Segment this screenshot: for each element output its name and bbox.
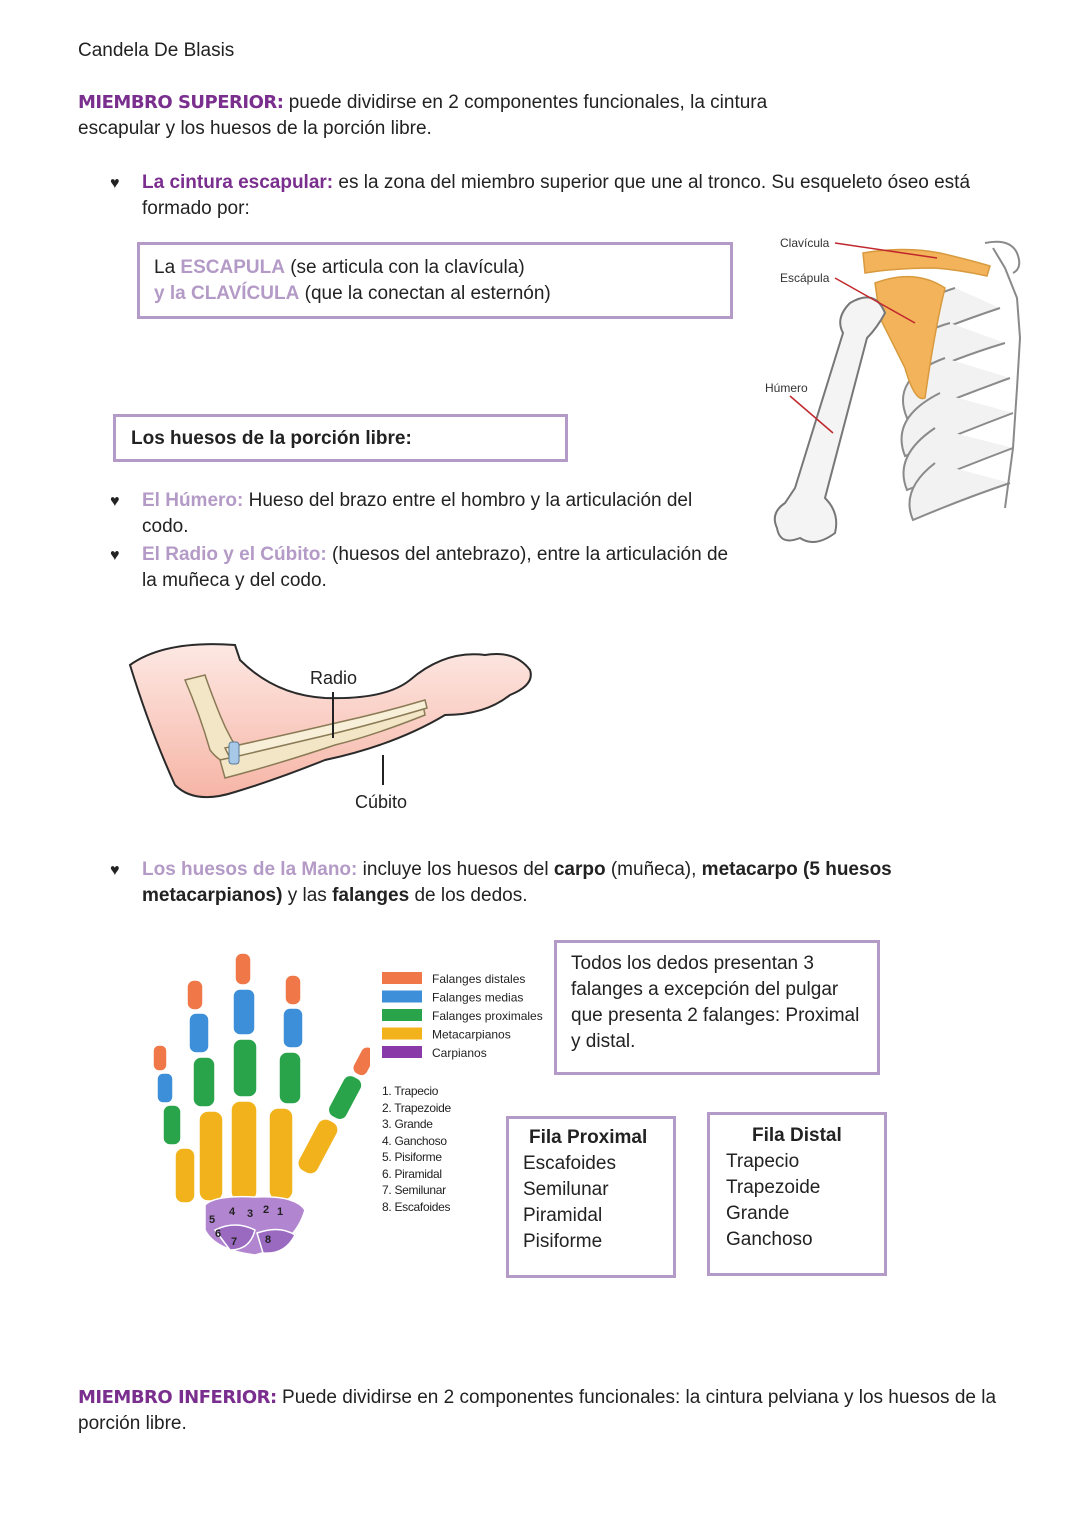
fila-proximal-box: Fila Proximal Escafoides Semilunar Piram…: [506, 1116, 676, 1278]
escapula-clavicula-box: La ESCAPULA (se articula con la clavícul…: [137, 242, 733, 319]
carpal-number-6: 6: [215, 1228, 221, 1240]
fila-proximal-item: Piramidal: [523, 1205, 603, 1226]
carpal-list: 1. Trapecio 2. Trapezoide 3. Grande 4. G…: [382, 1083, 451, 1215]
legend-label: Falanges medias: [432, 991, 523, 1005]
hand-bones-illustration: 1 2 3 4 5 6 7 8: [152, 952, 370, 1256]
carpal-list-item: 2. Trapezoide: [382, 1100, 451, 1115]
box1-line2: y la CLAVÍCULA (que la conectan al ester…: [154, 283, 551, 304]
cintura-term: La cintura escapular:: [142, 172, 334, 193]
mano-paragraph: Los huesos de la Mano: incluye los hueso…: [142, 859, 892, 906]
carpal-list-item: 8. Escafoides: [382, 1199, 451, 1214]
cintura-paragraph: La cintura escapular: es la zona del mie…: [142, 170, 1027, 222]
inferior-intro: Puede dividirse en 2 componentes funcion…: [78, 1387, 997, 1434]
superior-heading: MIEMBRO SUPERIOR:: [78, 92, 284, 113]
author-name: Candela De Blasis: [78, 40, 235, 61]
superior-paragraph: MIEMBRO SUPERIOR: puede dividirse en 2 c…: [78, 90, 838, 142]
legend-swatch: [382, 1027, 422, 1040]
bullet-icon: ♥: [110, 493, 120, 510]
label-escapula: Escápula: [780, 271, 830, 285]
label-clavicula: Clavícula: [780, 236, 830, 250]
carpal-list-item: 5. Pisiforme: [382, 1150, 442, 1164]
carpal-number-7: 7: [231, 1236, 237, 1248]
carpal-list-item: 1. Trapecio: [382, 1084, 439, 1098]
legend-label: Falanges distales: [432, 972, 525, 986]
superior-intro: puede dividirse en 2 componentes funcion…: [78, 92, 768, 139]
radio-cubito-paragraph: El Radio y el Cúbito: (huesos del antebr…: [142, 544, 729, 591]
legend-swatch: [382, 1046, 422, 1058]
shoulder-skeleton-illustration: Clavícula Escápula Húmero: [765, 236, 1022, 543]
dedos-note-box: Todos los dedos presentan 3 falanges a e…: [554, 940, 880, 1075]
legend-label: Carpianos: [432, 1046, 487, 1060]
carpal-list-item: 6. Piramidal: [382, 1166, 442, 1181]
label-radio: Radio: [310, 668, 357, 688]
fila-distal-item: Trapecio: [726, 1151, 800, 1172]
fila-distal-title: Fila Distal: [752, 1125, 842, 1146]
carpal-number-2: 2: [263, 1204, 269, 1216]
bullet-icon: ♥: [110, 175, 120, 192]
fila-distal-box: Fila Distal Trapecio Trapezoide Grande G…: [707, 1112, 887, 1276]
fila-proximal-title: Fila Proximal: [529, 1127, 648, 1148]
carpal-number-5: 5: [209, 1214, 215, 1226]
forearm-illustration: Radio Cúbito: [128, 643, 532, 812]
label-cubito: Cúbito: [355, 792, 407, 812]
fila-distal-item: Trapezoide: [726, 1177, 821, 1198]
fila-proximal-item: Semilunar: [523, 1179, 609, 1200]
label-humero: Húmero: [765, 381, 808, 395]
fila-proximal-item: Escafoides: [523, 1153, 616, 1174]
bullet-icon: ♥: [110, 862, 120, 879]
fila-proximal-item: Pisiforme: [523, 1231, 603, 1252]
porcion-libre-box: Los huesos de la porción libre:: [113, 414, 568, 462]
legend-swatch: [382, 972, 422, 984]
carpal-number-1: 1: [277, 1206, 283, 1218]
humero-paragraph: El Húmero: Hueso del brazo entre el homb…: [142, 490, 693, 537]
carpal-number-4: 4: [229, 1206, 236, 1218]
bullet-icon: ♥: [110, 547, 120, 564]
legend-label: Metacarpianos: [432, 1028, 511, 1042]
carpal-number-3: 3: [247, 1208, 253, 1220]
carpal-list-item: 3. Grande: [382, 1117, 433, 1131]
carpal-list-item: 7. Semilunar: [382, 1183, 446, 1197]
inferior-heading: MIEMBRO INFERIOR:: [78, 1387, 277, 1408]
legend-swatch: [382, 1009, 422, 1021]
carpal-number-8: 8: [265, 1234, 271, 1246]
inferior-paragraph: MIEMBRO INFERIOR: Puede dividirse en 2 c…: [78, 1385, 1023, 1437]
carpal-list-item: 4. Ganchoso: [382, 1133, 447, 1148]
fila-distal-item: Ganchoso: [726, 1229, 813, 1250]
cintura-text: es la zona del miembro superior que une …: [142, 172, 971, 219]
legend-swatch: [382, 990, 422, 1003]
box1-line1: La ESCAPULA (se articula con la clavícul…: [154, 257, 525, 278]
fila-distal-item: Grande: [726, 1203, 790, 1224]
legend-label: Falanges proximales: [432, 1009, 543, 1023]
